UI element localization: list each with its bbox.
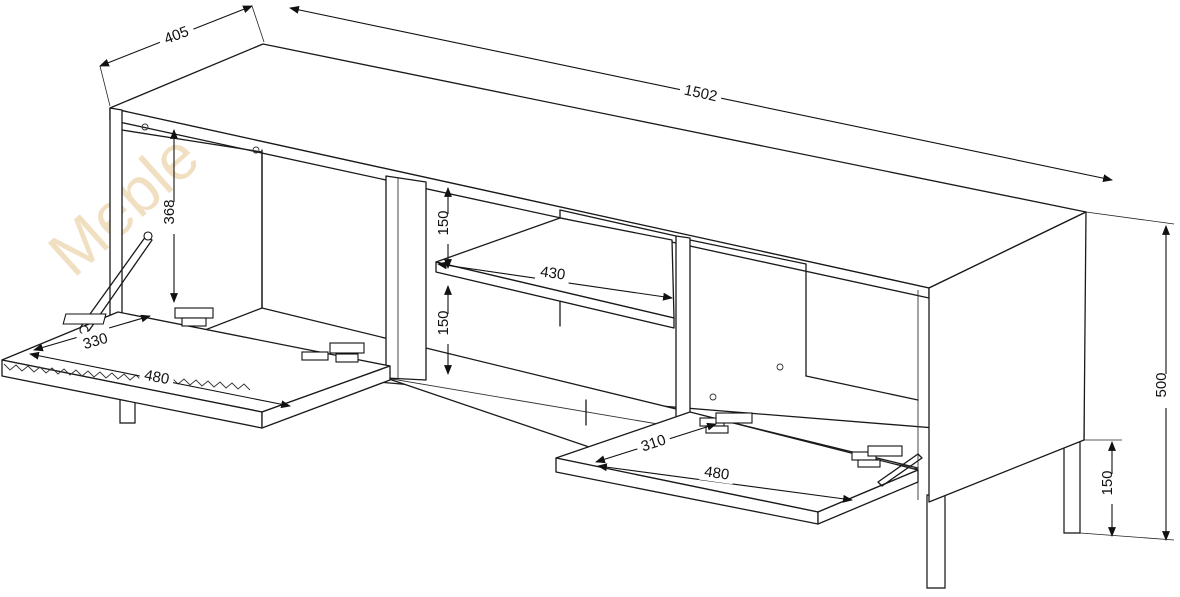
right-partition xyxy=(675,235,691,421)
left-hinge-2 xyxy=(301,342,365,363)
watermark: Meble xyxy=(35,120,213,290)
right-hinge-2 xyxy=(851,445,903,468)
label-width: 1502 xyxy=(683,82,719,106)
label-shelf-lower: 150 xyxy=(435,310,452,335)
right-stay-arm xyxy=(877,453,923,487)
leg-back-right xyxy=(1063,439,1081,534)
cabinet-body xyxy=(109,43,1087,506)
label-left-door-depth: 330 xyxy=(81,330,110,353)
label-left-compartment: 368 xyxy=(161,199,178,224)
label-left-door-width: 480 xyxy=(143,367,171,388)
dimension-labels: 405 1502 500 150 368 150 430 150 330 480… xyxy=(75,18,1176,504)
label-shelf-upper: 150 xyxy=(435,210,452,235)
watermark-text: Meble xyxy=(35,120,213,290)
label-height: 500 xyxy=(1153,372,1170,397)
label-right-door-depth: 310 xyxy=(639,431,668,455)
label-right-door-width: 480 xyxy=(703,463,730,483)
left-partition xyxy=(385,175,427,381)
label-shelf-width: 430 xyxy=(539,263,566,283)
label-leg-height: 150 xyxy=(1099,470,1116,495)
leg-front-right xyxy=(926,494,946,589)
